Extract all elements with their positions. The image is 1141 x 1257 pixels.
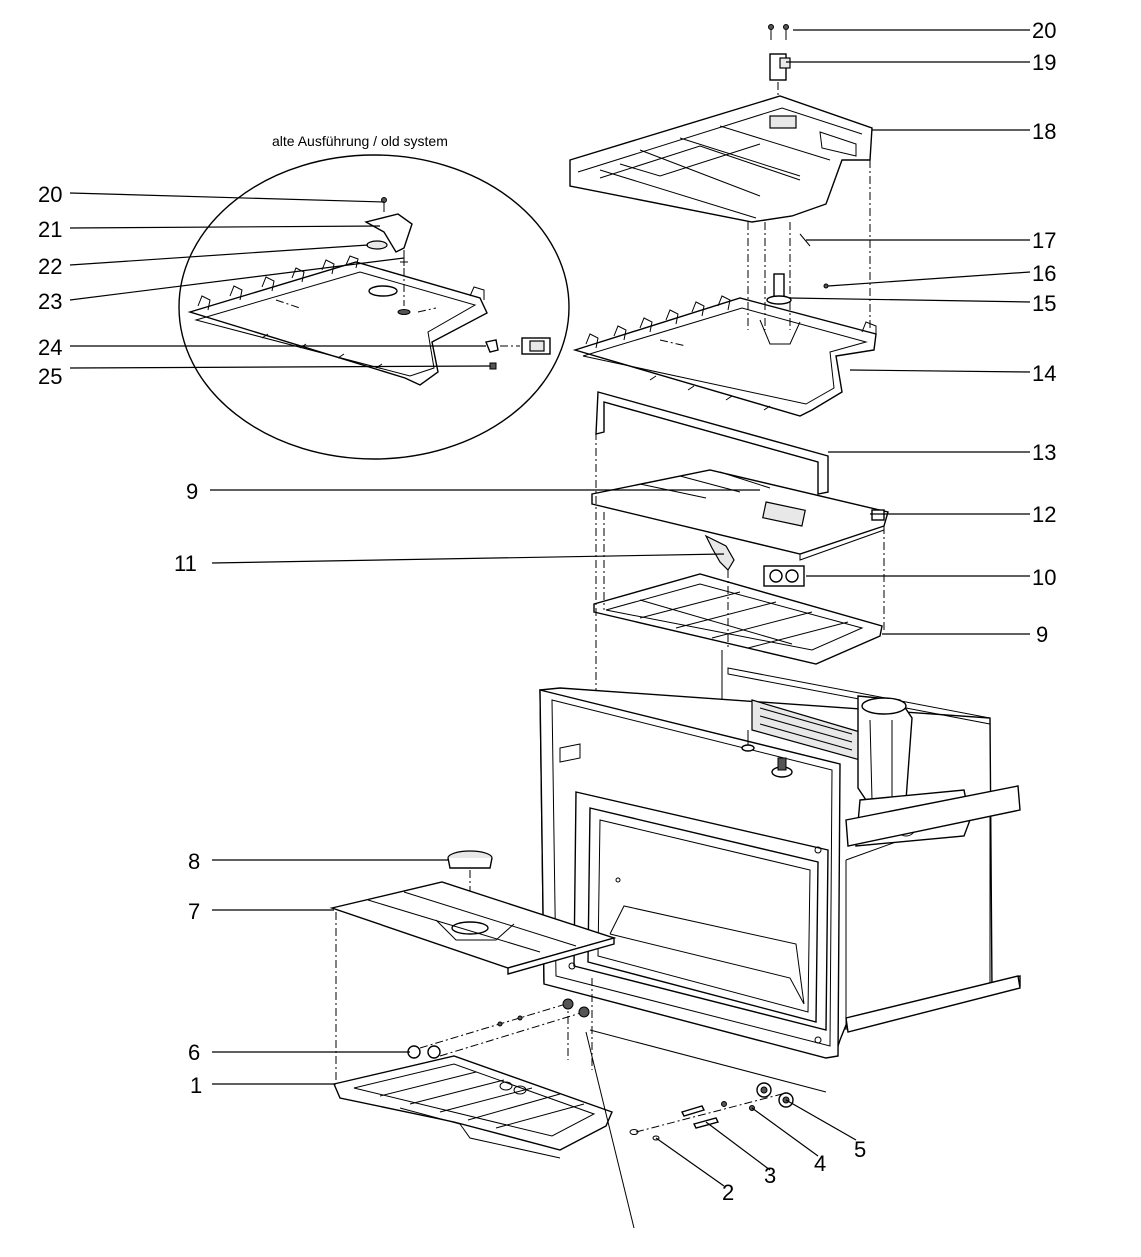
part-number-labels: 20 19 18 17 16 15 14 13 12 10 9 9 11 8 7… [38, 18, 1056, 1205]
label-2: 2 [722, 1180, 734, 1205]
control-panel-7 [329, 881, 617, 975]
label-24: 24 [38, 335, 62, 360]
label-19: 19 [1032, 50, 1056, 75]
label-20-top: 20 [1032, 18, 1056, 43]
label-21: 21 [38, 217, 62, 242]
hinge-shafts-6 [407, 998, 590, 1059]
old-system-inset: alte Ausführung / old system [178, 133, 570, 460]
label-9-right: 9 [1036, 622, 1048, 647]
cable-11 [704, 534, 735, 571]
oven-body [539, 667, 1021, 1059]
fan-unit-10 [763, 565, 805, 587]
label-5: 5 [854, 1137, 866, 1162]
label-18: 18 [1032, 119, 1056, 144]
knob-5 [756, 1082, 794, 1108]
label-3: 3 [764, 1163, 776, 1188]
old-washer-22 [366, 240, 388, 250]
inset-circle [178, 154, 570, 460]
label-10: 10 [1032, 565, 1056, 590]
leader-lines [69, 29, 1031, 1187]
label-12: 12 [1032, 502, 1056, 527]
sensor-19 [769, 53, 791, 110]
label-8: 8 [188, 849, 200, 874]
old-bracket-21 [364, 213, 413, 253]
tray-frame-14 [572, 295, 877, 417]
label-23: 23 [38, 289, 62, 314]
tray-9-lower [593, 573, 883, 665]
rail-13 [595, 391, 829, 495]
inset-title: alte Ausführung / old system [272, 133, 448, 149]
old-screw-20 [381, 197, 387, 212]
old-clip-25 [489, 362, 497, 370]
screw-12 [871, 509, 885, 521]
label-11: 11 [174, 551, 197, 576]
label-17: 17 [1032, 228, 1056, 253]
label-20-inset: 20 [38, 182, 62, 207]
screw-16 [823, 283, 829, 289]
label-6: 6 [188, 1040, 200, 1065]
label-14: 14 [1032, 361, 1056, 386]
knob-cap-8 [447, 850, 493, 920]
pin-3 [681, 1105, 720, 1129]
old-connector-24 [485, 337, 551, 355]
clip-17 [799, 233, 811, 247]
top-screws-20 [768, 24, 789, 40]
label-22: 22 [38, 254, 62, 279]
label-7: 7 [188, 899, 200, 924]
label-25: 25 [38, 364, 62, 389]
screw-2 [629, 1129, 660, 1141]
label-13: 13 [1032, 440, 1056, 465]
label-9-left: 9 [186, 479, 198, 504]
panel-9-upper [591, 469, 889, 561]
washer-4 [721, 1101, 755, 1111]
label-1: 1 [190, 1073, 202, 1098]
sensor-mount-15 [766, 273, 792, 305]
lower-panel-1 [333, 1055, 613, 1159]
label-16: 16 [1032, 261, 1056, 286]
label-4: 4 [814, 1151, 826, 1176]
label-15: 15 [1032, 291, 1056, 316]
cover-panel-18 [569, 95, 873, 223]
old-tray-frame [187, 255, 488, 386]
